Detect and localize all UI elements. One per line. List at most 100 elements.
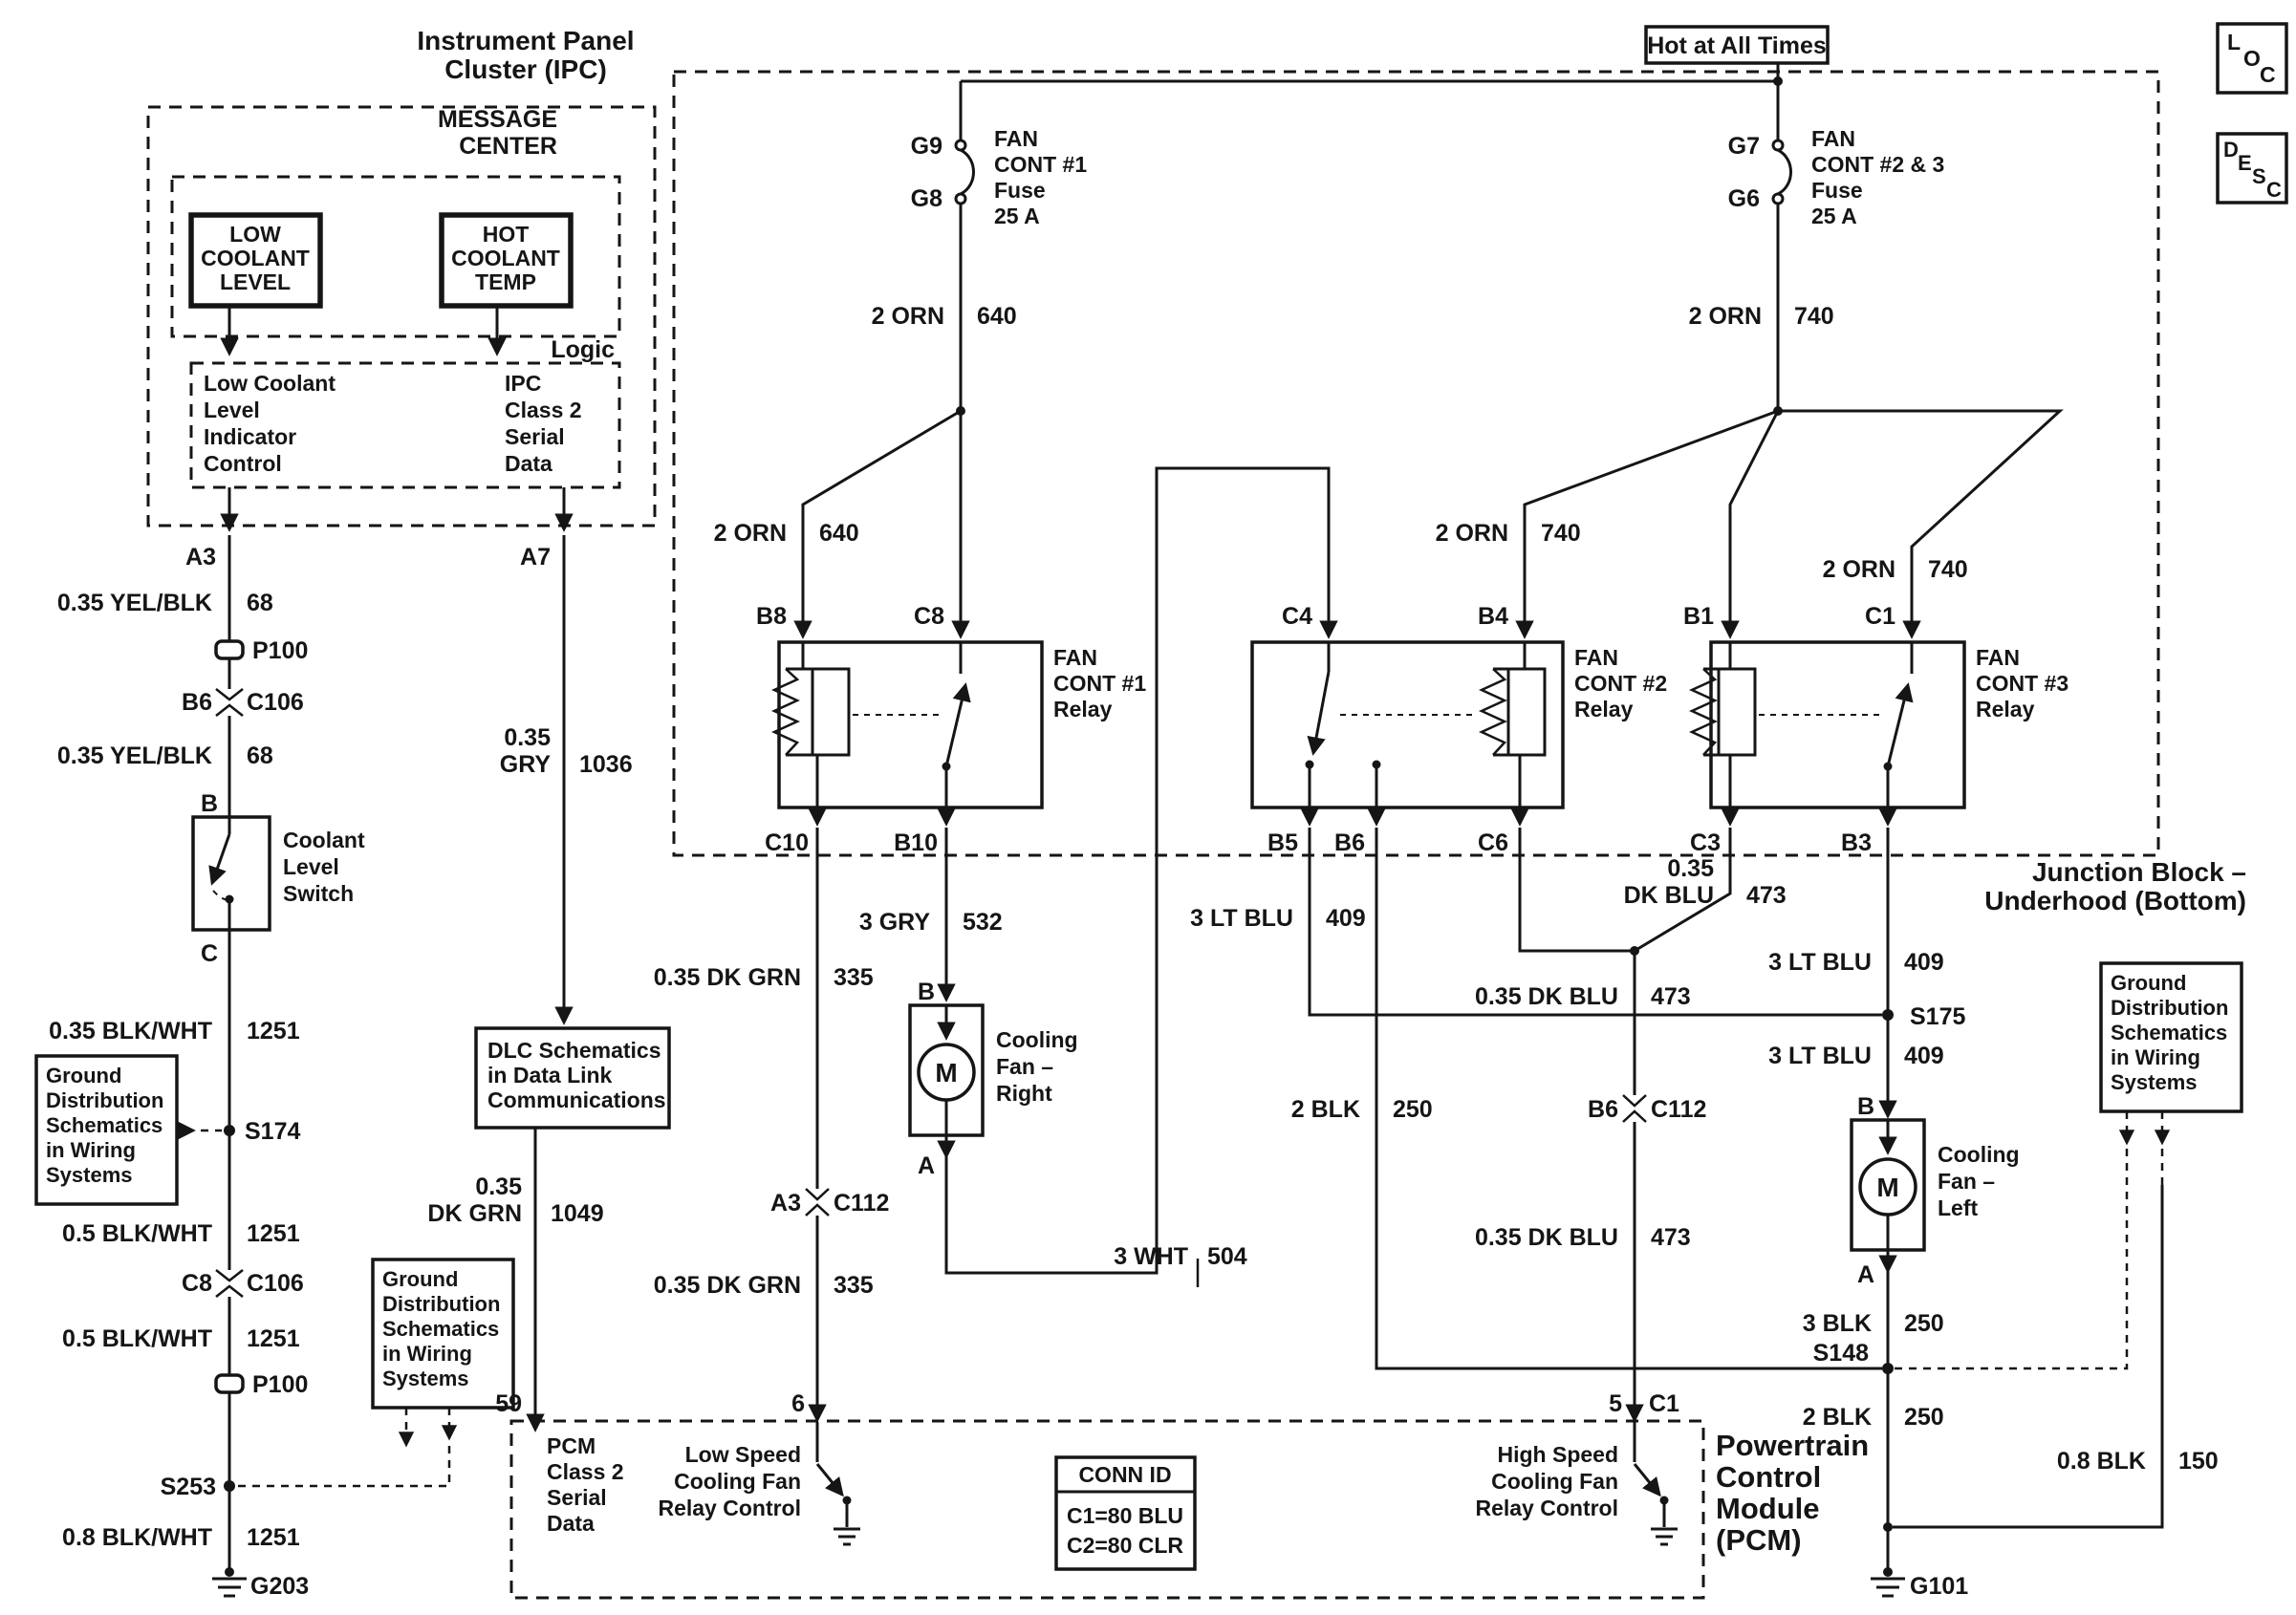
wire-label-blkwht1-gauge: 0.35 BLK/WHT (49, 1018, 212, 1044)
relay1-terminal-c10: C10 (765, 829, 809, 856)
dlc-line1: DLC Schematics (487, 1038, 661, 1063)
desc-letter-3: S (2252, 164, 2266, 188)
wire-label-wht504-gauge: 3 WHT (1114, 1243, 1188, 1270)
connector-c112-b6-name: C112 (1651, 1096, 1706, 1123)
splice-s253 (224, 1480, 235, 1492)
wire-label-orn740-2-gauge: 2 ORN (1436, 520, 1508, 547)
wire-label-orn740-1-circuit: 740 (1794, 303, 1834, 330)
conn-id-row1: C1=80 BLU (1067, 1503, 1183, 1528)
relay1-name1: FAN (1053, 645, 1097, 670)
fan-left-pin-b: B (1857, 1093, 1874, 1120)
connector-c106-upper (215, 688, 244, 717)
wire-label-blkwht4-gauge: 0.8 BLK/WHT (62, 1524, 212, 1551)
low-speed-control-wire: 0.35 DK GRN 335 A3 C112 0.35 DK GRN 335 … (654, 828, 889, 1423)
wire-label-dkblu2-circuit: 473 (1651, 983, 1691, 1010)
relay3-coil-zigzag (1688, 668, 1719, 756)
wire-label-gry-gauge1: 0.35 (504, 724, 551, 751)
fuse2-l4: 25 A (1811, 204, 1857, 228)
connector-p100-upper-label: P100 (252, 637, 308, 664)
wire-label-blkwht2-circuit: 1251 (247, 1220, 300, 1247)
high-speed-l3: Relay Control (1475, 1496, 1618, 1520)
wire-label-dkblu1-gauge2: DK BLU (1624, 882, 1714, 909)
wire-label-dkgrn335-2-circuit: 335 (834, 1272, 874, 1299)
wire-label-ltblu2-circuit: 409 (1904, 949, 1944, 976)
fan-left-motor-m: M (1876, 1173, 1898, 1202)
relay1-name3: Relay (1053, 697, 1113, 721)
wire-label-gry532-gauge: 3 GRY (859, 909, 930, 936)
relay3-terminal-b3: B3 (1841, 829, 1872, 856)
high-speed-relay-control-switch: High Speed Cooling Fan Relay Control (1475, 1422, 1678, 1546)
gdist2-l2: Distribution (382, 1292, 500, 1316)
wire-label-dkgrn1049-gauge2: DK GRN (427, 1200, 522, 1227)
coolant-level-circuit: 0.35 YEL/BLK 68 P100 B6 C106 0.35 YEL/BL… (34, 535, 365, 1600)
wire-orn-640-branch-b8 (801, 409, 962, 585)
wire-label-dkblu1-gauge1: 0.35 (1667, 855, 1714, 882)
loc-letter-1: L (2227, 30, 2241, 54)
wire-label-gry-gauge2: GRY (500, 751, 552, 778)
coolant-switch-pin-c: C (201, 940, 218, 967)
wire-label-dkgrn1049-gauge1: 0.35 (475, 1174, 522, 1200)
fuse1-l2: CONT #1 (994, 152, 1087, 177)
loc-letter-3: C (2260, 62, 2276, 87)
pcm-dashed-box (509, 1419, 1705, 1600)
relay1-switch-arm (944, 682, 971, 767)
relay1-terminal-b10: B10 (894, 829, 938, 856)
wire-label-ltblu2-gauge: 3 LT BLU (1768, 949, 1872, 976)
hot-indicator-line2: COOLANT (451, 246, 560, 270)
left-fan-circuit: 3 LT BLU 409 S175 3 LT BLU 409 B M Cooli… (1768, 828, 2020, 1600)
gdist3-l2: Distribution (2111, 996, 2228, 1020)
wire-label-wht504-circuit: 504 (1207, 1243, 1247, 1270)
relay1-terminal-b8: B8 (756, 603, 787, 630)
dlc-line3: Communications (487, 1087, 666, 1112)
wire-label-dkgrn335-2-gauge: 0.35 DK GRN (654, 1272, 801, 1299)
wire-label-ltblu1-circuit: 409 (1326, 905, 1366, 932)
gdist2-l4: in Wiring (382, 1342, 472, 1366)
fuse-fan-cont-2-3: G7 G6 FAN CONT #2 & 3 Fuse 25 A (1728, 126, 1945, 228)
logic-right-line3: Serial (505, 424, 565, 449)
ipc-title-line2: Cluster (IPC) (444, 54, 607, 84)
gdist-l1: Ground (46, 1064, 121, 1087)
connector-c106-upper-name: C106 (247, 689, 304, 716)
desc-letter-4: C (2266, 178, 2282, 202)
hot-at-all-times-box (1644, 25, 1830, 65)
splice-s148 (1882, 1363, 1894, 1374)
wire-label-dkblu3-circuit: 473 (1651, 1224, 1691, 1251)
wire-label-blk250-2-gauge: 3 BLK (1803, 1310, 1872, 1337)
wire-label-orn640-2-gauge: 2 ORN (714, 520, 787, 547)
pin-a7-label: A7 (520, 544, 551, 571)
relay2-coil-zigzag (1478, 668, 1508, 756)
splice-s253-label: S253 (161, 1474, 216, 1500)
gdist3-l5: Systems (2111, 1070, 2198, 1094)
wire-label-dkblu1-circuit: 473 (1746, 882, 1787, 909)
high-speed-l1: High Speed (1497, 1442, 1618, 1467)
connector-c112-a3-name: C112 (834, 1190, 889, 1217)
hot-indicator-line3: TEMP (475, 269, 536, 294)
coolant-switch-name2: Level (283, 854, 339, 879)
high-speed-l2: Cooling Fan (1491, 1469, 1618, 1494)
dlc-line2: in Data Link (487, 1063, 613, 1087)
ipc-logic-box (189, 361, 621, 489)
wire-label-dkblu2-gauge: 0.35 DK BLU (1475, 983, 1618, 1010)
class2-data-circuit: 0.35 GRY 1036 DLC Schematics in Data Lin… (427, 535, 671, 1432)
pcm-pin-59-label: 59 (495, 1390, 522, 1417)
instrument-panel-cluster: Instrument Panel Cluster (IPC) MESSAGE C… (146, 26, 657, 571)
relay3-name1: FAN (1976, 645, 2020, 670)
wire-label-orn640-1-circuit: 640 (977, 303, 1017, 330)
ground-distribution-box-left: Ground Distribution Schematics in Wiring… (34, 1054, 222, 1206)
relay3-terminal-c1: C1 (1865, 603, 1895, 630)
connector-c112-a3 (805, 1188, 830, 1217)
relay1-terminal-c8: C8 (914, 603, 944, 630)
conn-id-title: CONN ID (1078, 1462, 1171, 1487)
pcm-name-l2: Control (1716, 1460, 1821, 1494)
cooling-fan-right-motor: M (908, 1003, 985, 1137)
wire-orn-740-branch-c1 (1778, 409, 2064, 585)
pcm-name-l3: Module (1716, 1492, 1820, 1525)
gdist-l5: Systems (46, 1163, 133, 1187)
relay2-coil (1506, 667, 1547, 757)
connector-c112-b6-pin: B6 (1588, 1096, 1618, 1123)
relay2-name3: Relay (1574, 697, 1634, 721)
relay-fan-cont-3: B1 C1 C3 B3 FAN CONT #3 Relay (1683, 603, 2069, 856)
coolant-switch-name1: Coolant (283, 828, 365, 852)
